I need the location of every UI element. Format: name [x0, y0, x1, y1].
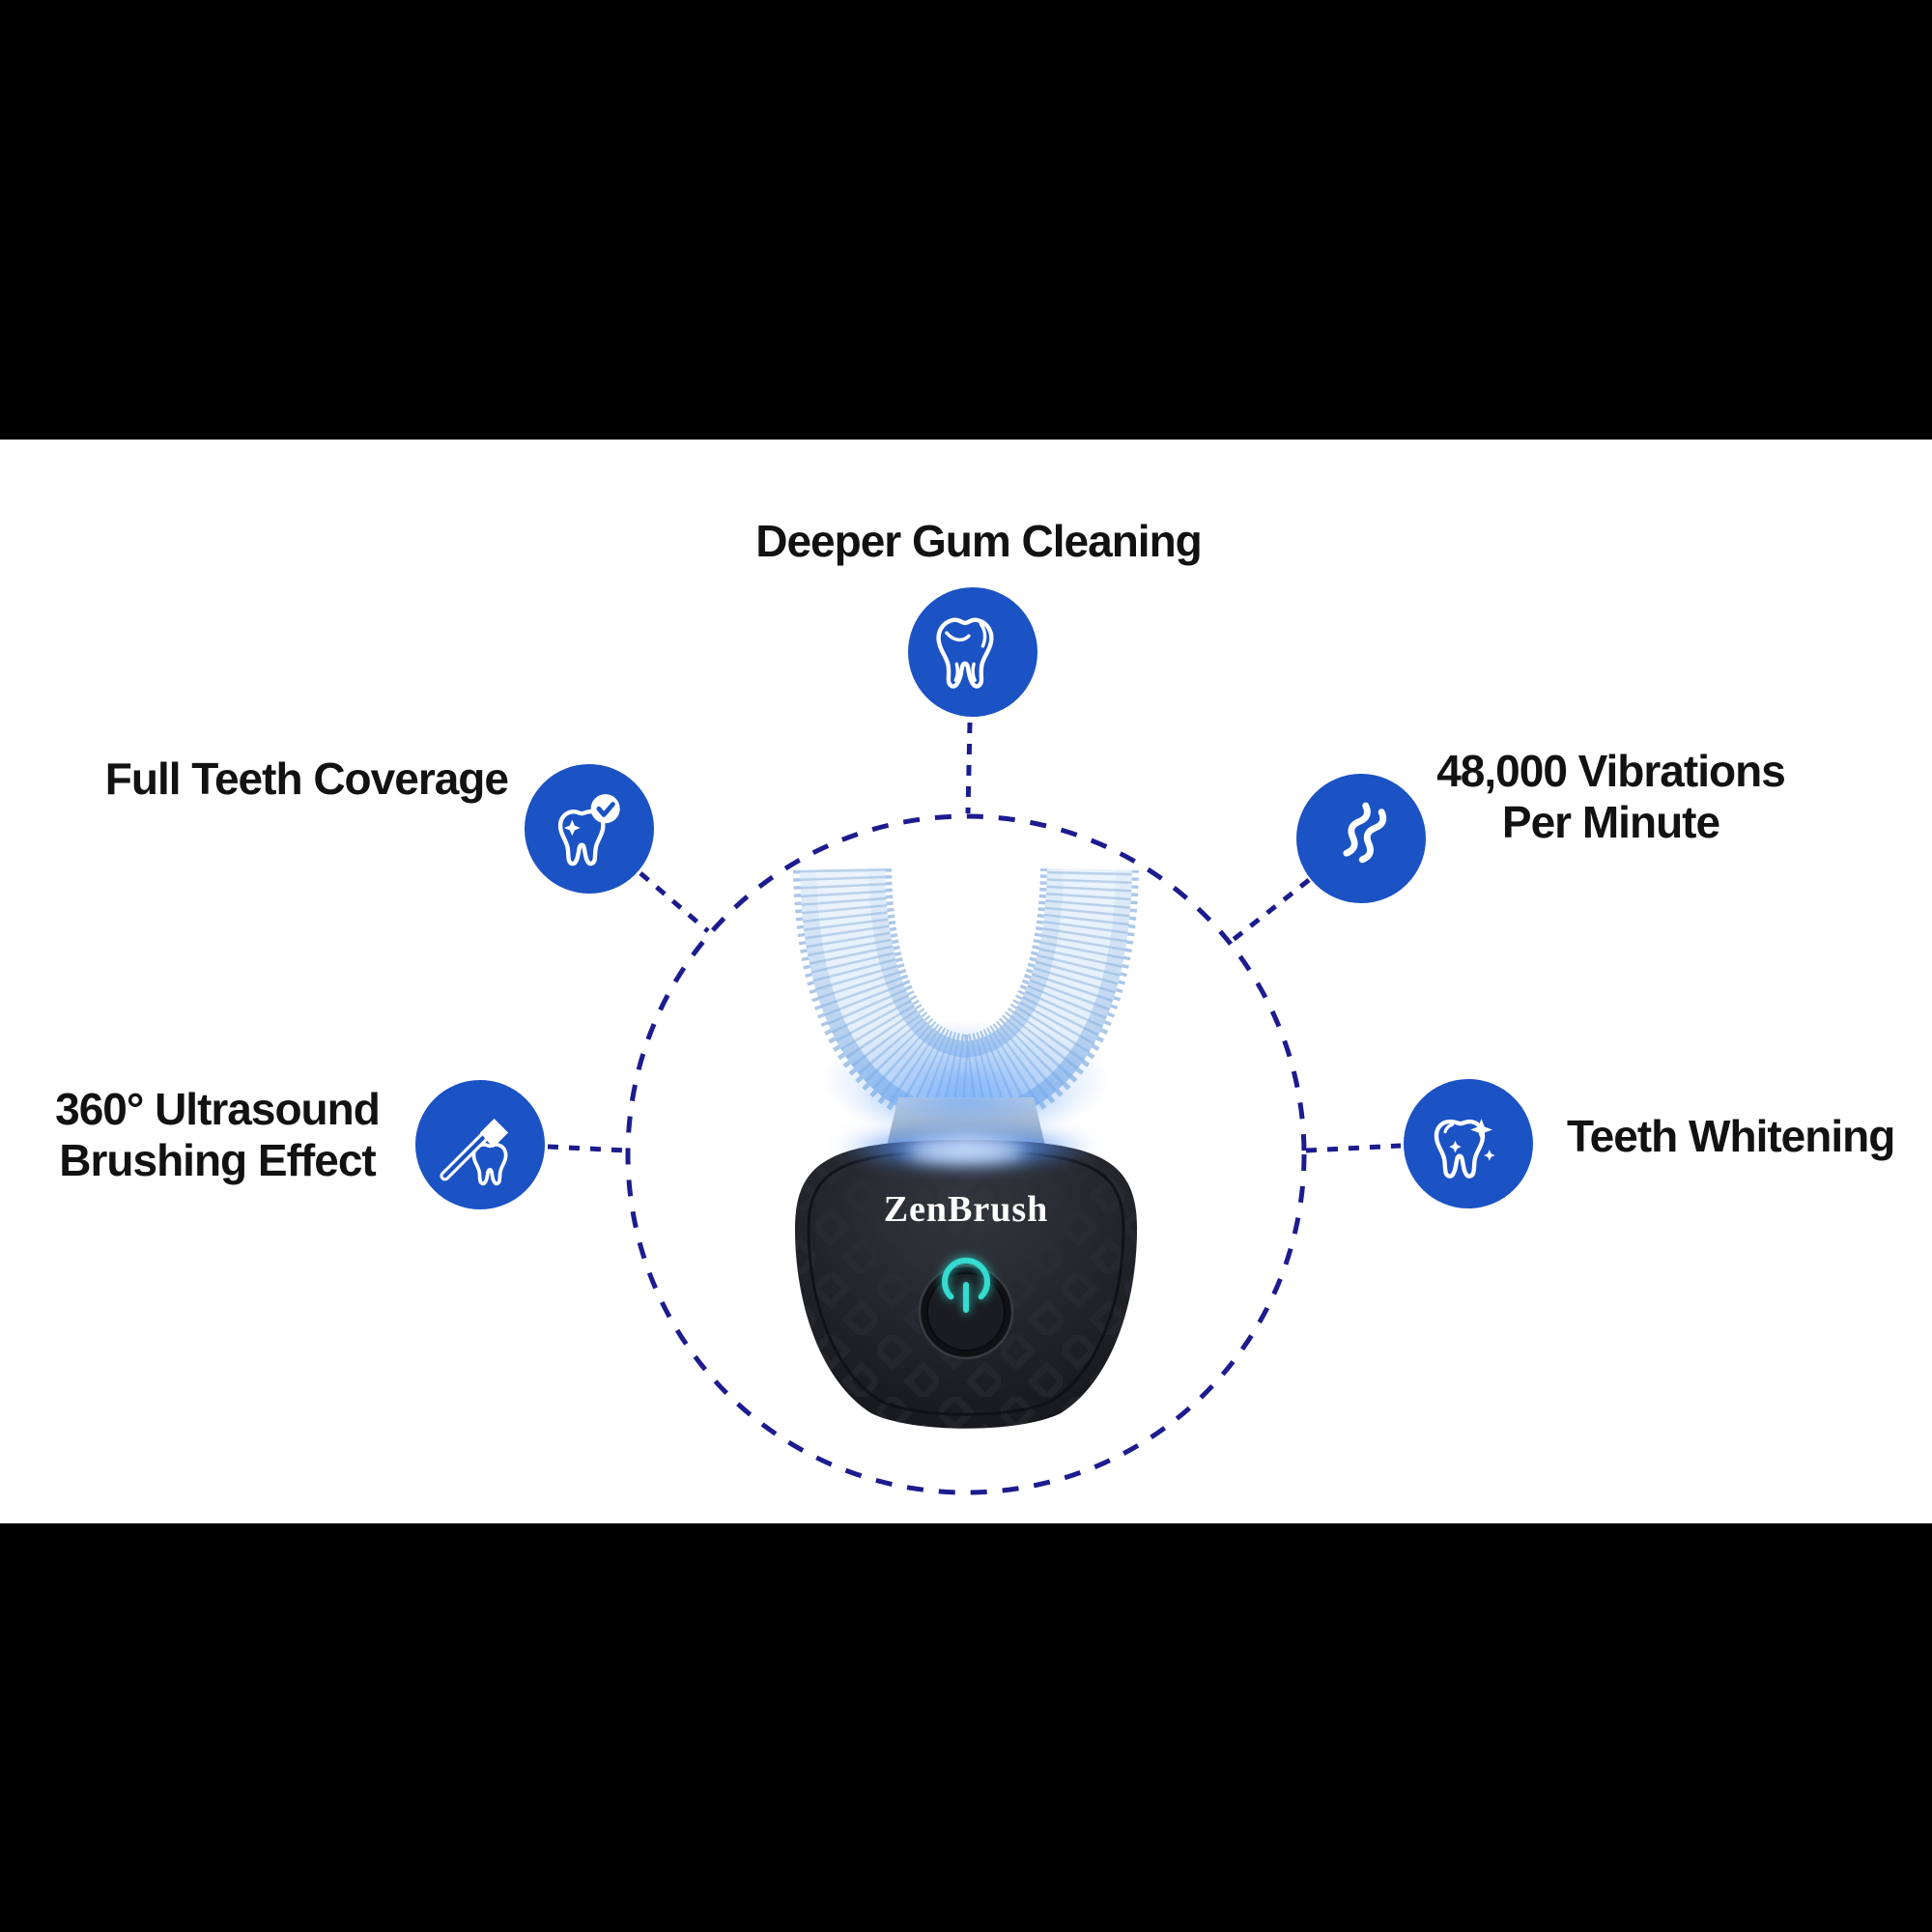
feature-label-line2: Brushing Effect — [59, 1135, 376, 1185]
molar-tooth-icon — [936, 617, 994, 689]
tooth-sparkles-icon — [1434, 1119, 1495, 1179]
product-toothbrush: ZenBrush — [793, 867, 1139, 1429]
feature-label-full-teeth-coverage: Full Teeth Coverage — [104, 753, 509, 804]
toothbrush-tooth-icon — [440, 1118, 509, 1186]
feature-circle-ultrasound — [415, 1080, 545, 1209]
led-glow-core — [908, 1141, 1024, 1162]
vibration-waves-icon — [1343, 802, 1387, 864]
feature-label-line2: Per Minute — [1501, 797, 1720, 847]
feature-label-line1: 48,000 Vibrations — [1436, 746, 1786, 796]
feature-label-vibrations: 48,000 Vibrations Per Minute — [1406, 746, 1816, 848]
tooth-check-icon — [557, 794, 620, 867]
feature-label-deeper-gum-cleaning: Deeper Gum Cleaning — [755, 516, 1203, 566]
power-button — [918, 1257, 1014, 1360]
power-icon — [942, 1257, 990, 1313]
neck-glow — [852, 1074, 1080, 1128]
feature-label-teeth-whitening: Teeth Whitening — [1567, 1111, 1895, 1161]
product-name-label: ZenBrush — [884, 1189, 1049, 1230]
feature-circle-full-teeth-coverage — [525, 764, 654, 894]
feature-label-ultrasound: 360° Ultrasound Brushing Effect — [24, 1084, 411, 1186]
feature-circle-deeper-gum-cleaning — [908, 587, 1037, 717]
feature-label-line1: 360° Ultrasound — [55, 1084, 381, 1134]
feature-circle-vibrations — [1296, 774, 1426, 903]
feature-circle-teeth-whitening — [1404, 1079, 1533, 1208]
